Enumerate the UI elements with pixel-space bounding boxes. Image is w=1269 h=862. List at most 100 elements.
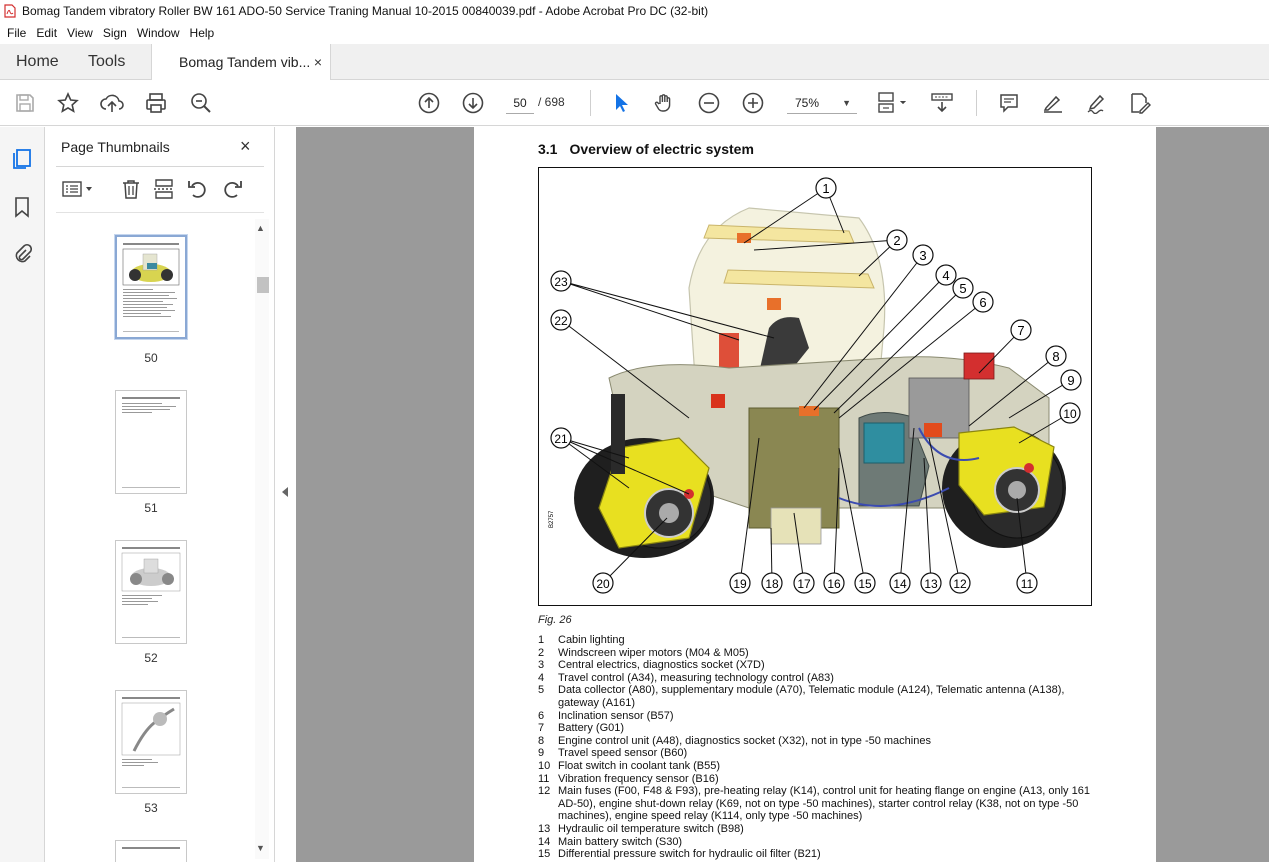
chevron-down-icon: ▼ xyxy=(842,98,851,108)
zoom-search-icon[interactable] xyxy=(189,91,213,115)
rotate-counterclockwise-icon[interactable] xyxy=(187,178,209,200)
tab-tools[interactable]: Tools xyxy=(88,53,126,70)
menu-edit[interactable]: Edit xyxy=(36,26,58,40)
menu-window[interactable]: Window xyxy=(136,26,180,40)
page-thumbnails-panel: Page Thumbnails × xyxy=(46,127,274,862)
page-total: / 698 xyxy=(538,95,565,109)
next-page-icon[interactable] xyxy=(461,91,485,115)
menu-sign[interactable]: Sign xyxy=(102,26,127,40)
zoom-level-dropdown[interactable]: 75% ▼ xyxy=(787,92,857,114)
menu-help[interactable]: Help xyxy=(189,26,215,40)
callout-21: 21 xyxy=(550,427,572,449)
delete-page-icon[interactable] xyxy=(120,178,142,200)
leader-lines xyxy=(560,187,1072,584)
thumbnail-page-50[interactable] xyxy=(115,235,187,339)
zoom-in-icon[interactable] xyxy=(741,91,765,115)
thumbnail-page-51[interactable] xyxy=(115,390,187,494)
thumbnail-page-53[interactable] xyxy=(115,690,187,794)
select-cursor-icon[interactable] xyxy=(609,91,633,115)
figure-caption: Fig. 26 xyxy=(538,614,572,626)
collapse-panel-icon[interactable] xyxy=(282,487,288,497)
svg-text:17: 17 xyxy=(797,577,811,591)
svg-text:12: 12 xyxy=(953,577,967,591)
attachments-paperclip-icon[interactable] xyxy=(10,241,34,265)
thumbnails-scrollbar[interactable]: ▲ ▼ xyxy=(255,219,269,859)
menu-bar: File Edit View Sign Window Help xyxy=(0,22,1269,44)
tab-home[interactable]: Home xyxy=(16,53,59,70)
bookmarks-icon[interactable] xyxy=(10,195,34,219)
thumbnail-preview xyxy=(122,397,180,488)
zoom-out-icon[interactable] xyxy=(697,91,721,115)
callout-2: 2 xyxy=(886,229,908,251)
tab-document[interactable]: Bomag Tandem vib... × xyxy=(151,44,331,80)
scroll-mode-icon[interactable] xyxy=(930,91,954,115)
menu-view[interactable]: View xyxy=(67,26,93,40)
svg-text:15: 15 xyxy=(858,577,872,591)
edit-document-icon[interactable] xyxy=(1128,91,1152,115)
title-bar: Bomag Tandem vibratory Roller BW 161 ADO… xyxy=(0,0,1269,22)
callout-14: 14 xyxy=(889,572,911,594)
hand-tool-icon[interactable] xyxy=(653,91,677,115)
callout-7: 7 xyxy=(1010,319,1032,341)
scrollbar-thumb[interactable] xyxy=(257,277,269,293)
panel-divider xyxy=(56,212,264,213)
callout-20: 20 xyxy=(592,572,614,594)
thumbnail-preview xyxy=(121,547,181,638)
svg-text:20: 20 xyxy=(596,577,610,591)
panel-title: Page Thumbnails xyxy=(61,139,170,155)
svg-text:19: 19 xyxy=(733,577,747,591)
section-title: Overview of electric system xyxy=(569,141,754,157)
callout-17: 17 xyxy=(793,572,815,594)
tab-bar: Home Tools Bomag Tandem vib... × xyxy=(0,44,1269,80)
callout-12: 12 xyxy=(949,572,971,594)
scroll-down-icon[interactable]: ▼ xyxy=(256,843,265,853)
svg-text:11: 11 xyxy=(1021,577,1034,591)
sign-pen-icon[interactable] xyxy=(1085,91,1109,115)
highlight-pen-icon[interactable] xyxy=(1041,91,1065,115)
thumbnail-page-54[interactable] xyxy=(115,840,187,862)
electric-system-figure: 1 2 3 4 5 6 7 8 9 10 11 12 13 14 xyxy=(538,167,1092,606)
page-thumbnails-icon[interactable] xyxy=(10,147,34,171)
extract-page-icon[interactable] xyxy=(153,178,175,200)
thumbnail-label-50: 50 xyxy=(144,351,158,365)
thumbnail-options-icon[interactable] xyxy=(60,178,96,200)
page-number-input[interactable] xyxy=(506,92,534,114)
bookmark-star-icon[interactable] xyxy=(56,91,80,115)
tab-close-icon[interactable]: × xyxy=(313,54,322,70)
comment-icon[interactable] xyxy=(997,91,1021,115)
save-icon[interactable] xyxy=(13,91,37,115)
thumbnail-preview xyxy=(121,697,181,788)
fit-page-icon[interactable] xyxy=(875,91,911,115)
window-title: Bomag Tandem vibratory Roller BW 161 ADO… xyxy=(22,4,709,18)
upload-cloud-icon[interactable] xyxy=(100,91,124,115)
panel-divider xyxy=(56,166,264,167)
print-icon[interactable] xyxy=(144,91,168,115)
panel-splitter[interactable] xyxy=(274,127,296,862)
scroll-up-icon[interactable]: ▲ xyxy=(256,223,265,233)
svg-text:18: 18 xyxy=(765,577,779,591)
toolbar-divider xyxy=(590,90,591,116)
menu-file[interactable]: File xyxy=(7,26,27,40)
callout-9: 9 xyxy=(1060,369,1082,391)
tab-document-label: Bomag Tandem vib... xyxy=(179,54,311,70)
previous-page-icon[interactable] xyxy=(417,91,441,115)
callout-8: 8 xyxy=(1045,345,1067,367)
panel-close-icon[interactable]: × xyxy=(240,136,251,156)
svg-text:10: 10 xyxy=(1063,407,1077,421)
thumbnail-label-51: 51 xyxy=(144,501,158,515)
callout-5: 5 xyxy=(952,277,974,299)
callout-22: 22 xyxy=(550,309,572,331)
thumbnail-page-52[interactable] xyxy=(115,540,187,644)
rotate-clockwise-icon[interactable] xyxy=(221,178,243,200)
